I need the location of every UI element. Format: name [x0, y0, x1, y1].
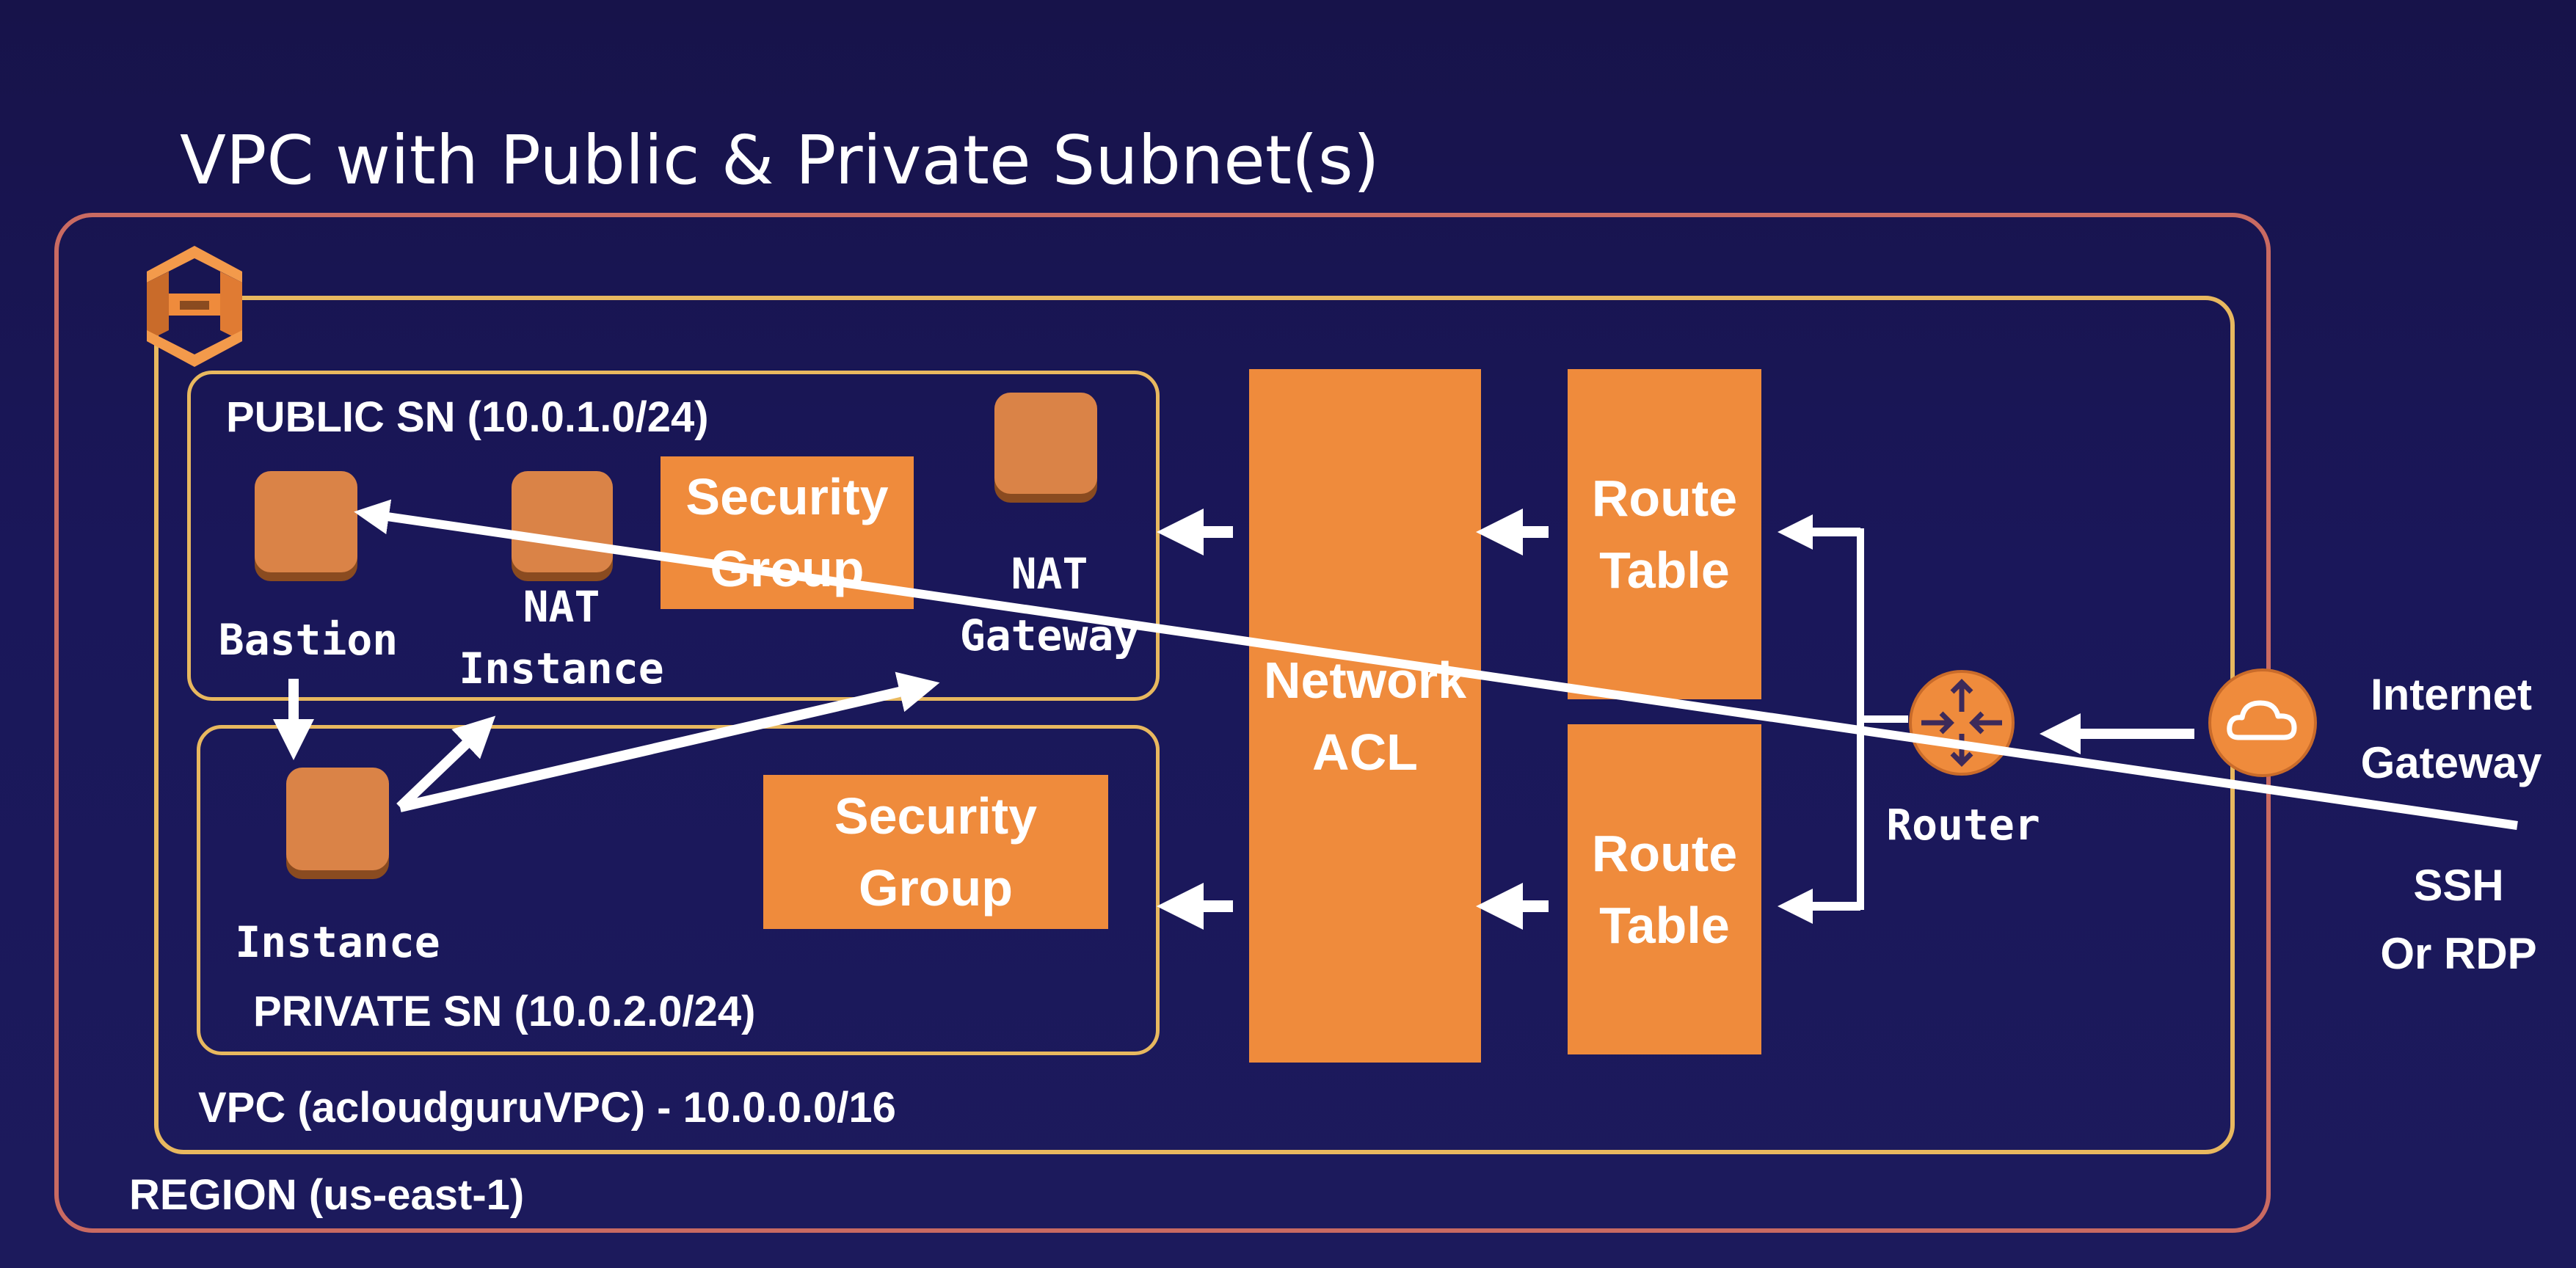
route-table-public: Route Table	[1568, 369, 1761, 699]
route-table-private: Route Table	[1568, 724, 1761, 1054]
network-acl: Network ACL	[1249, 369, 1481, 1063]
private-instance-label: Instance	[235, 917, 440, 967]
bastion-label: Bastion	[218, 615, 399, 665]
router-label: Router	[1886, 800, 2040, 850]
router-branch-connector	[1857, 528, 1864, 910]
nat-instance-label: NAT Instance	[459, 582, 664, 694]
internet-gateway-label: Internet Gateway	[2360, 670, 2542, 787]
nat-instance-icon	[512, 471, 613, 572]
ssh-rdp-label: SSH Or RDP	[2380, 861, 2537, 978]
private-security-group: Security Group	[763, 775, 1108, 929]
nat-gateway-label: NAT Gateway	[959, 549, 1140, 661]
instance-to-nat-gateway-arrow	[399, 671, 940, 812]
public-subnet-label: PUBLIC SN (10.0.1.0/24)	[226, 393, 709, 441]
aws-vpc-icon	[147, 246, 242, 367]
page-title: VPC with Public & Private Subnet(s)	[180, 121, 1380, 200]
bastion-instance-icon	[255, 471, 357, 572]
vpc-label: VPC (acloudguruVPC) - 10.0.0.0/16	[198, 1084, 896, 1132]
private-subnet-label: PRIVATE SN (10.0.2.0/24)	[253, 988, 756, 1035]
ssh-to-bastion-arrow	[354, 499, 2518, 830]
cloud-icon	[2208, 668, 2317, 777]
nat-gateway-icon	[994, 393, 1097, 494]
region-label: REGION (us-east-1)	[129, 1171, 525, 1219]
instance-to-nat-instance-arrow	[396, 715, 496, 812]
private-instance-icon	[286, 768, 389, 870]
